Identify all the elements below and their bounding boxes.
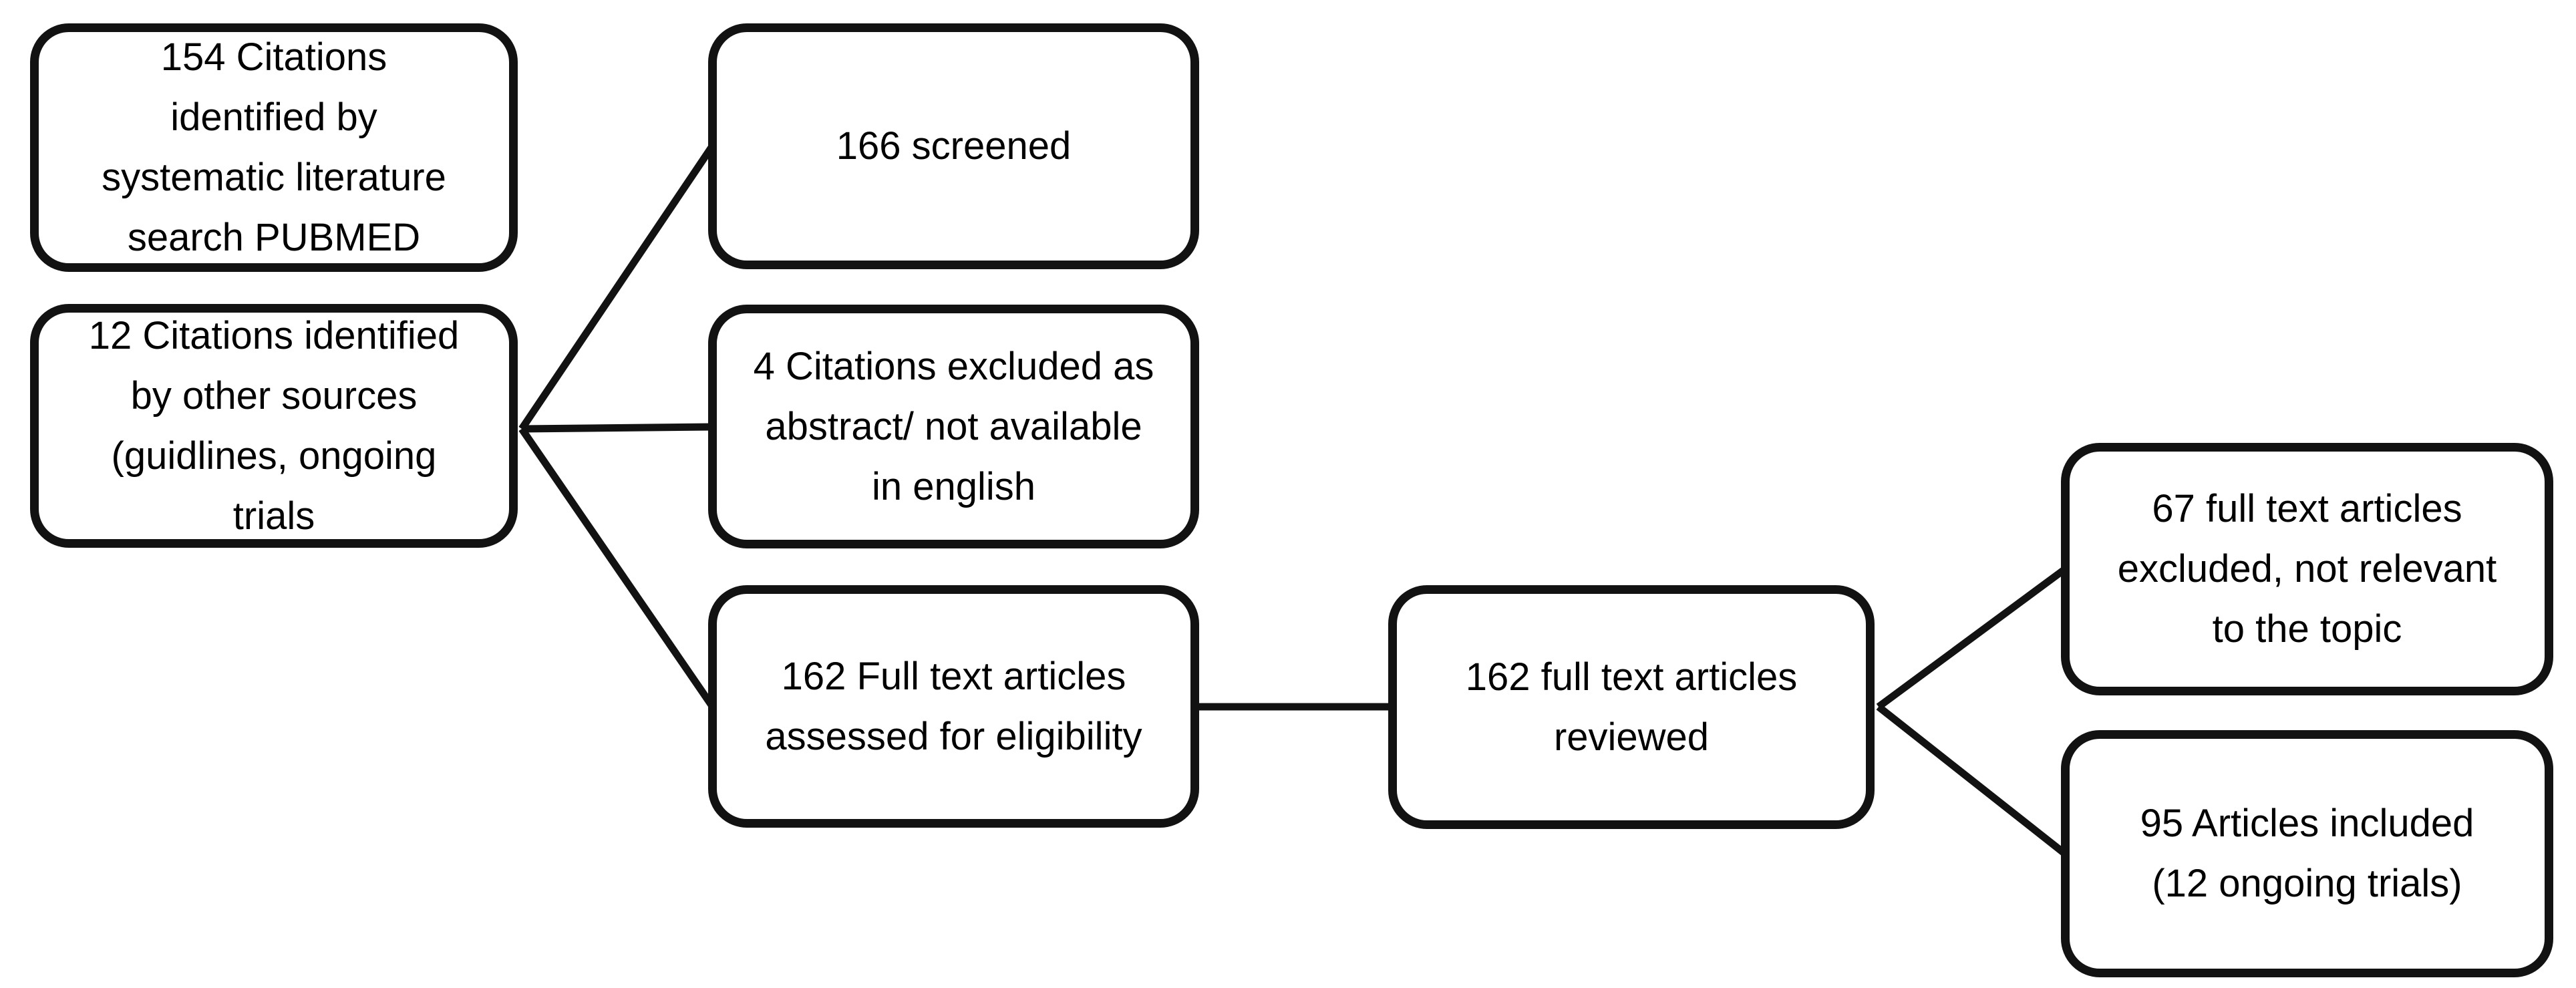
flow-box-reviewed: 162 full text articles reviewed	[1388, 585, 1875, 829]
flow-box-line: abstract/ not available	[765, 404, 1142, 448]
flow-box-line: trials	[232, 494, 315, 538]
connector-reviewed-to-included	[1876, 703, 2068, 857]
flow-box-excluded-abstract: 4 Citations excluded as abstract/ not av…	[708, 305, 1199, 548]
flow-box-assessed-eligibility: 162 Full text articles assessed for elig…	[708, 585, 1199, 828]
connector-sources-to-screened	[518, 144, 715, 432]
flow-box-line: reviewed	[1553, 715, 1710, 759]
flow-box-line: 162 full text articles	[1465, 655, 1798, 699]
flow-box-line: 154 Citations	[160, 35, 387, 79]
flow-box-line: 162 Full text articles	[781, 654, 1126, 698]
flow-box-line: 4 Citations excluded as	[753, 344, 1154, 388]
flow-box-line: 166 screened	[836, 124, 1072, 168]
flow-box-articles-included: 95 Articles included (12 ongoing trials)	[2061, 730, 2553, 977]
flow-box-line: search PUBMED	[127, 216, 421, 259]
flow-box-pubmed-citations: 154 Citations identified by systematic l…	[30, 23, 518, 272]
connector-sources-to-assessed	[518, 426, 715, 709]
flow-box-line: by other sources	[130, 373, 418, 418]
flow-box-line: assessed for eligibility	[765, 714, 1142, 758]
flow-box-line: 95 Articles included	[2140, 802, 2474, 845]
flow-box-line: identified by	[170, 96, 377, 139]
flow-box-line: excluded, not relevant	[2117, 547, 2497, 591]
flow-box-excluded-not-relevant: 67 full text articles excluded, not rele…	[2061, 443, 2553, 695]
flow-box-line: 67 full text articles	[2152, 487, 2462, 530]
flow-box-line: (guidlines, ongoing	[111, 434, 437, 478]
flow-box-line: (12 ongoing trials)	[2152, 862, 2462, 905]
flow-box-other-sources-citations: 12 Citations identified by other sources…	[30, 304, 518, 548]
flow-box-line: systematic literature	[102, 156, 446, 199]
connector-reviewed-to-excluded	[1876, 566, 2068, 710]
connector-sources-to-excluded	[521, 423, 713, 433]
flow-box-line: 12 Citations identified	[88, 313, 460, 357]
flow-box-line: in english	[871, 464, 1036, 508]
flow-box-line: to the topic	[2212, 607, 2402, 651]
flow-box-screened: 166 screened	[708, 23, 1199, 269]
